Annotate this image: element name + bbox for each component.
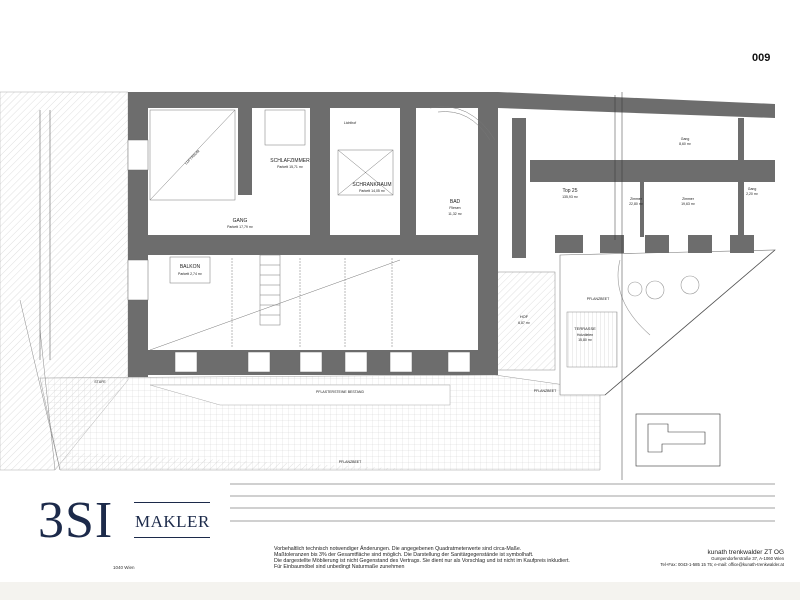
- windows: [127, 139, 471, 373]
- room-hof-area: 6,87 m²: [518, 321, 531, 325]
- logo-divider: [134, 537, 210, 538]
- company-name: kunath trenkwalder ZT OG: [707, 549, 784, 556]
- exterior-paving: [0, 91, 601, 471]
- room-schlafzimmer: SCHLAFZIMMER: [270, 158, 310, 164]
- architect-info: kunath trenkwalder ZT OG Gumpendorferstr…: [660, 549, 784, 567]
- courtyard: [496, 271, 618, 371]
- room-balkon: BALKON: [180, 264, 201, 270]
- room-bad-floor: Fliesen: [449, 206, 460, 210]
- luftraum-label: LUFTRAUM: [184, 149, 200, 165]
- interior-details: [149, 92, 623, 480]
- shrub-icon: [645, 280, 665, 300]
- room-terrasse-floor: Holzdielen: [577, 333, 593, 337]
- room-schlafzimmer-area: Parkett 15,71 m²: [277, 165, 304, 169]
- room-gang-area: Parkett 17,79 m²: [227, 225, 254, 229]
- lichthof-label: Lichthof: [344, 121, 356, 125]
- company-contact: Tel+Fax: 0043-1-585 15 75; e-mail: offic…: [660, 561, 784, 567]
- room-top-area: 135,93 m²: [562, 195, 579, 199]
- shrub-icon: [627, 281, 643, 297]
- note-line: Vorbehaltlich technisch notwendiger Ände…: [274, 546, 522, 552]
- room-balkon-area: Parkett 2,74 m²: [178, 272, 203, 276]
- room-schrankraum: SCHRANKRAUM: [352, 182, 391, 188]
- dimension-lines: [39, 110, 775, 522]
- room-gang-2: Gang: [681, 137, 690, 141]
- footer-band: [0, 582, 800, 600]
- room-zimmer-1: Zimmer: [630, 197, 643, 201]
- note-line: Maßtoleranzen bis 3% der Gesamtfläche si…: [274, 551, 534, 558]
- room-terrasse-area: 15,80 m²: [578, 338, 593, 342]
- note-line: Die dargestellte Möblierung ist nicht Ge…: [274, 557, 570, 564]
- room-labels: SCHLAFZIMMER Parkett 15,71 m² SCHRANKRAU…: [94, 121, 759, 464]
- logo: 3SI MAKLER: [38, 492, 218, 555]
- room-zimmer-1-area: 22,80 m²: [629, 202, 644, 206]
- room-zimmer-2-area: 19,63 m²: [681, 202, 696, 206]
- walls: [128, 92, 775, 377]
- shrub-icon: [680, 275, 700, 295]
- pflastersteine-label: PFLASTERSTEINE BESTAND: [316, 390, 364, 394]
- pflanzbeet-label-3: PFLANZBEET: [339, 460, 362, 464]
- room-top: Top 25: [562, 188, 577, 194]
- room-schrankraum-area: Parkett 14,05 m²: [359, 189, 386, 193]
- room-gang-2-area: 8,60 m²: [679, 142, 692, 146]
- company-address: Gumpendorferstraße 37, A-1060 Wien: [711, 556, 784, 561]
- key-plan: [635, 413, 721, 467]
- pflanzbeet-label: PFLANZBEET: [587, 297, 610, 301]
- room-gang-3-area: 2,20 m²: [746, 192, 759, 196]
- room-bad: BAD: [450, 199, 461, 205]
- disclaimer-notes: Vorbehaltlich technisch notwendiger Ände…: [274, 546, 570, 571]
- room-zimmer-2: Zimmer: [682, 197, 695, 201]
- logo-mark: 3SI: [38, 492, 114, 549]
- sheet-number: 009: [752, 52, 771, 64]
- stufe-label: STUFE: [94, 380, 106, 384]
- room-bad-area: 11,32 m²: [448, 212, 462, 216]
- room-gang-3: Gang: [748, 187, 757, 191]
- pflanzbeet-label-2: PFLANZBEET: [534, 389, 557, 393]
- logo-text: MAKLER: [135, 512, 210, 531]
- city-label: 1040 Wien: [113, 565, 135, 570]
- room-hof: HOF: [520, 314, 529, 319]
- room-terrasse: TERRASSE: [574, 326, 596, 331]
- logo-divider: [134, 502, 210, 503]
- note-line: Für Einbaumöbel sind unbedingt Naturmaße…: [274, 563, 405, 570]
- room-gang: GANG: [233, 218, 248, 224]
